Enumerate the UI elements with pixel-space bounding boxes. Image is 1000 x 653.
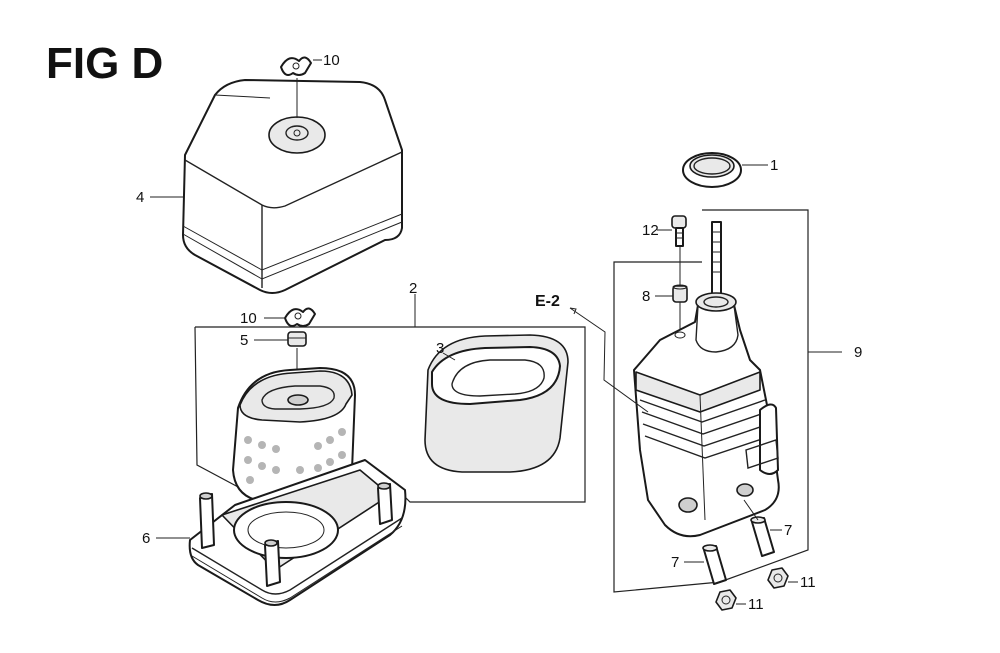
callout-7-left: 7 xyxy=(671,554,679,571)
callout-6: 6 xyxy=(142,530,150,547)
collar xyxy=(672,284,688,303)
figure-title: FIG D xyxy=(46,39,163,88)
callout-9: 9 xyxy=(854,344,862,361)
callout-1: 1 xyxy=(770,157,778,174)
seal-nut xyxy=(287,331,307,347)
air-cleaner-elbow xyxy=(633,292,780,538)
callout-12: 12 xyxy=(642,222,659,239)
sleeve-left xyxy=(702,544,727,585)
air-cleaner-cover xyxy=(182,79,403,294)
wing-nut-middle xyxy=(284,307,316,327)
gasket-ring xyxy=(682,152,742,188)
flange-nut-left xyxy=(715,589,737,611)
stud-bolt xyxy=(711,221,722,303)
callout-4: 4 xyxy=(136,189,144,206)
callout-11-right: 11 xyxy=(800,574,816,591)
callout-7-right: 7 xyxy=(784,522,792,539)
callout-3: 3 xyxy=(436,340,444,357)
bolt xyxy=(671,215,687,247)
callout-5: 5 xyxy=(240,332,248,349)
callout-8: 8 xyxy=(642,288,650,305)
callout-10-middle: 10 xyxy=(240,310,257,327)
air-cleaner-base xyxy=(188,459,407,606)
reference-e2: E-2 xyxy=(535,293,560,310)
sleeve-right xyxy=(750,516,775,557)
paper-filter-element xyxy=(232,367,356,503)
wing-nut-top xyxy=(280,56,312,76)
callout-2: 2 xyxy=(409,280,417,297)
flange-nut-right xyxy=(767,567,789,589)
callout-10-top: 10 xyxy=(323,52,340,69)
foam-filter-element xyxy=(424,334,569,473)
callout-11-left: 11 xyxy=(748,596,764,613)
